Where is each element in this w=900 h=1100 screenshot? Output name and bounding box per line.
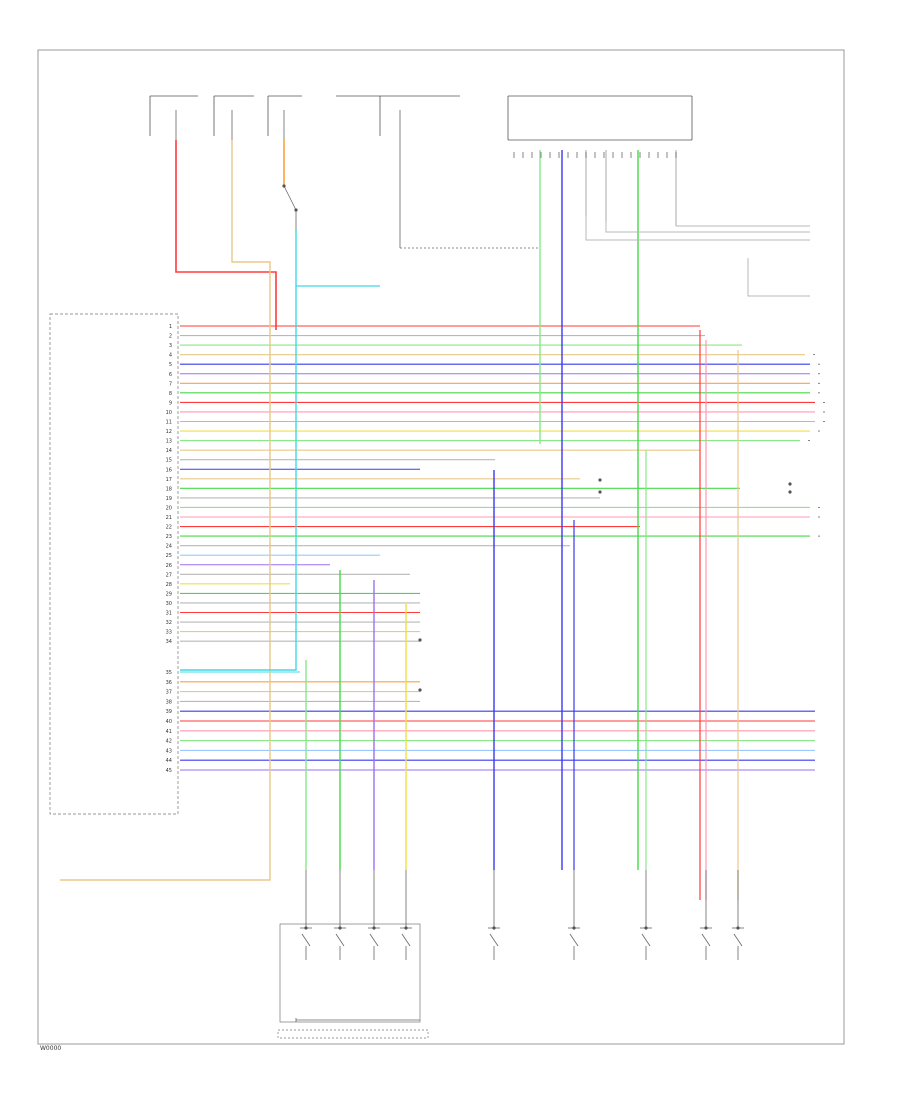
- pin-number-label: 2: [169, 334, 172, 340]
- pin-number-label: 8: [169, 391, 172, 397]
- pin-number-label: 38: [166, 699, 172, 705]
- pin-number-label: 19: [166, 496, 172, 502]
- pin-number-label: 22: [166, 525, 172, 531]
- pin-number-label: 9: [169, 400, 172, 406]
- pin-number-label: 35: [166, 670, 172, 676]
- tan-feed-wire: [60, 140, 271, 881]
- splice-dot: [788, 482, 792, 486]
- pin-number-label: 24: [166, 544, 172, 550]
- switch-contact: [335, 933, 345, 947]
- switch-pivot-dot: [282, 184, 286, 188]
- terminal-dot: [736, 926, 740, 930]
- splice-dot: [788, 490, 792, 494]
- terminal-dot: [404, 926, 408, 930]
- switch-contact: [641, 933, 651, 947]
- pcm-connector: [49, 313, 179, 815]
- splice-dot: [598, 490, 602, 494]
- pin-number-label: 3: [169, 343, 172, 349]
- switch-contact: [301, 933, 311, 947]
- top-fuse-group: [149, 95, 693, 141]
- pin-number-label: 37: [166, 690, 172, 696]
- switch-contact: [369, 933, 379, 947]
- cyan-switch-output: [180, 230, 297, 671]
- pin-number-label: 21: [166, 515, 172, 521]
- terminal-dot: [492, 926, 496, 930]
- pin-number-label: 33: [166, 630, 172, 636]
- pin-number-label: 17: [166, 477, 172, 483]
- gray-to-right-wire: [605, 222, 810, 233]
- switch-contact: [569, 933, 579, 947]
- component-layer: [175, 110, 825, 1022]
- pin-number-label: 32: [166, 620, 172, 626]
- pin-number-label: 30: [166, 601, 172, 607]
- terminal-dot: [572, 926, 576, 930]
- diagram-border: [37, 49, 845, 1045]
- pin-number-label: 16: [166, 467, 172, 473]
- pin-number-label: 42: [166, 739, 172, 745]
- terminal-dot: [372, 926, 376, 930]
- wire-layer: [60, 140, 815, 900]
- pin-number-label: 6: [169, 372, 172, 378]
- pin-number-label: 44: [166, 758, 172, 764]
- pin-number-label: 7: [169, 381, 172, 387]
- pin-number-label: 28: [166, 582, 172, 588]
- pin-number-label: 10: [166, 410, 172, 416]
- splice-dot: [418, 638, 422, 642]
- pin-number-label: 36: [166, 680, 172, 686]
- pin-number-label: 34: [166, 639, 172, 645]
- pin-number-label: 41: [166, 729, 172, 735]
- switch-contact: [489, 933, 499, 947]
- pin-number-label: 27: [166, 572, 172, 578]
- switch-contact: [701, 933, 711, 947]
- pin-number-label: 15: [166, 458, 172, 464]
- pin-number-label: 31: [166, 611, 172, 617]
- pin-number-label: 1: [169, 324, 172, 330]
- pin-number-label: 29: [166, 591, 172, 597]
- gray-to-right-wire: [585, 216, 810, 241]
- switch-contact-dot: [294, 208, 298, 212]
- splice-dot: [598, 478, 602, 482]
- ignition-switch-contact: [283, 185, 297, 211]
- gray-to-right-wire: [747, 258, 810, 297]
- pin-number-label: 18: [166, 486, 172, 492]
- terminal-dot: [338, 926, 342, 930]
- pin-number-label: 23: [166, 534, 172, 540]
- pin-label-layer: 1234567891011121314151617181920212223242…: [166, 324, 172, 774]
- pin-number-label: 13: [166, 439, 172, 445]
- terminal-dot: [704, 926, 708, 930]
- red-power-wire: [175, 140, 277, 330]
- pin-number-label: 5: [169, 362, 172, 368]
- splice-dot: [418, 688, 422, 692]
- pin-number-label: 20: [166, 505, 172, 511]
- switch-contact: [733, 933, 743, 947]
- footer-code: W0000: [40, 1045, 61, 1052]
- pin-number-label: 39: [166, 709, 172, 715]
- transmission-box: [277, 923, 429, 1039]
- pin-number-label: 45: [166, 768, 172, 774]
- terminal-dot: [644, 926, 648, 930]
- terminal-dot: [304, 926, 308, 930]
- pin-number-label: 25: [166, 553, 172, 559]
- pin-number-label: 43: [166, 748, 172, 754]
- pin-number-label: 14: [166, 448, 172, 454]
- pin-number-label: 26: [166, 563, 172, 569]
- pin-number-label: 40: [166, 719, 172, 725]
- pin-number-label: 12: [166, 429, 172, 435]
- pin-number-label: 11: [166, 420, 172, 426]
- switch-contact: [401, 933, 411, 947]
- pin-number-label: 4: [169, 353, 172, 359]
